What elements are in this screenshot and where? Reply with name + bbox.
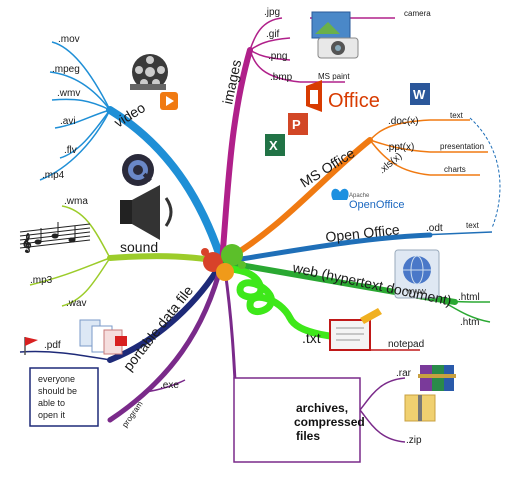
branch-portable [107, 259, 225, 363]
web-leaf: .html [458, 292, 480, 303]
ms-office-app: text [450, 111, 464, 120]
ms-office-app: presentation [440, 142, 484, 151]
images-leaf: .bmp [270, 72, 293, 83]
sound-leaf: .mp3 [30, 275, 53, 286]
svg-text:W: W [413, 87, 426, 102]
ms-office-leaf: .ppt(x) [386, 142, 414, 153]
archives-leaf-lines [359, 377, 406, 443]
documents-icon [79, 319, 127, 355]
office-logo-text: Office [328, 90, 380, 112]
open-office-app: text [466, 221, 480, 230]
film-reel-icon [130, 54, 168, 90]
archives-label-line: compressed [294, 415, 365, 429]
ms-office-leaf: .doc(x) [388, 116, 419, 127]
note-line: everyone [38, 374, 75, 384]
video-leaf: .mpeg [52, 64, 80, 75]
txt-label: .txt [302, 330, 321, 346]
open-office-leaf: .odt [426, 223, 443, 234]
images-leaf: .jpg [264, 7, 280, 18]
center-puzzle-icon [201, 244, 246, 281]
speaker-icon [120, 185, 173, 240]
media-player-icon [160, 92, 178, 110]
portable-leaf: .pdf [44, 340, 61, 351]
images-leaf: .gif [266, 29, 280, 40]
excel-icon: X [265, 134, 285, 156]
note-line: able to [38, 398, 65, 408]
branch-program [107, 259, 225, 423]
ms-office-leaf-lines [369, 119, 488, 176]
svg-text:WWW: WWW [406, 289, 426, 296]
video-leaf-lines [39, 41, 111, 181]
portable-leaf-line [19, 350, 111, 361]
program-leaf: .exe [160, 380, 179, 391]
svg-text:Apache: Apache [349, 193, 370, 199]
powerpoint-icon: P [288, 113, 308, 135]
open-office-leaf-line [419, 231, 493, 236]
svg-text:𝄞: 𝄞 [22, 233, 31, 253]
web-leaf-lines [439, 299, 491, 323]
openoffice-logo: Apache OpenOffice [331, 188, 404, 211]
note-box [29, 367, 99, 427]
archives-box [233, 377, 361, 463]
branch-video [106, 106, 226, 266]
branch-images [219, 47, 253, 265]
program-leaf-line [144, 379, 186, 393]
open-office-label: Open Office [325, 221, 401, 245]
images-app: MS paint [318, 72, 350, 81]
sound-leaf: .wma [64, 196, 88, 207]
sound-label: sound [120, 239, 158, 255]
video-leaf: .mp4 [42, 170, 65, 181]
images-app: camera [404, 9, 431, 18]
winrar-icon [418, 365, 456, 391]
www-globe-icon: WWW [394, 249, 440, 299]
ms-office-app: charts [444, 165, 466, 174]
office-logo: Office [306, 80, 380, 112]
portable-label: portable data file [120, 282, 196, 374]
ms-office-leaf: .xls(x) [377, 151, 405, 177]
video-leaf: .flv [64, 145, 77, 156]
svg-text:X: X [269, 138, 278, 153]
svg-text:OpenOffice: OpenOffice [349, 199, 404, 211]
sound-leaf: .wav [66, 298, 87, 309]
images-leaf: .png [268, 51, 287, 62]
note-line: open it [38, 410, 66, 420]
branch-txt-squiggle [221, 264, 364, 342]
video-leaf: .mov [58, 34, 80, 45]
archives-leaf: .rar [396, 368, 412, 379]
txt-app: notepad [388, 339, 424, 350]
archives-label-line: archives, [296, 401, 348, 415]
archives-label-line: files [296, 429, 320, 443]
branch-open-office [219, 232, 433, 265]
flag-icon [24, 337, 38, 355]
branch-ms-office [219, 137, 373, 265]
note-line: should be [38, 386, 77, 396]
ms-office-label: MS Office [297, 144, 358, 190]
svg-text:P: P [292, 117, 301, 132]
zip-folder-icon [404, 394, 436, 422]
video-leaf: .avi [60, 116, 76, 127]
word-icon: W [410, 83, 430, 105]
archives-leaf: .zip [406, 435, 422, 446]
web-leaf: .htm [460, 317, 479, 328]
text-dashed-link [469, 117, 501, 229]
camera-icon [311, 11, 359, 59]
quicktime-icon [122, 154, 154, 186]
music-notes-icon: 𝄞 [19, 222, 91, 254]
sound-leaf-lines [29, 205, 111, 307]
notepad-icon [329, 308, 382, 351]
video-leaf: .wmv [57, 88, 80, 99]
